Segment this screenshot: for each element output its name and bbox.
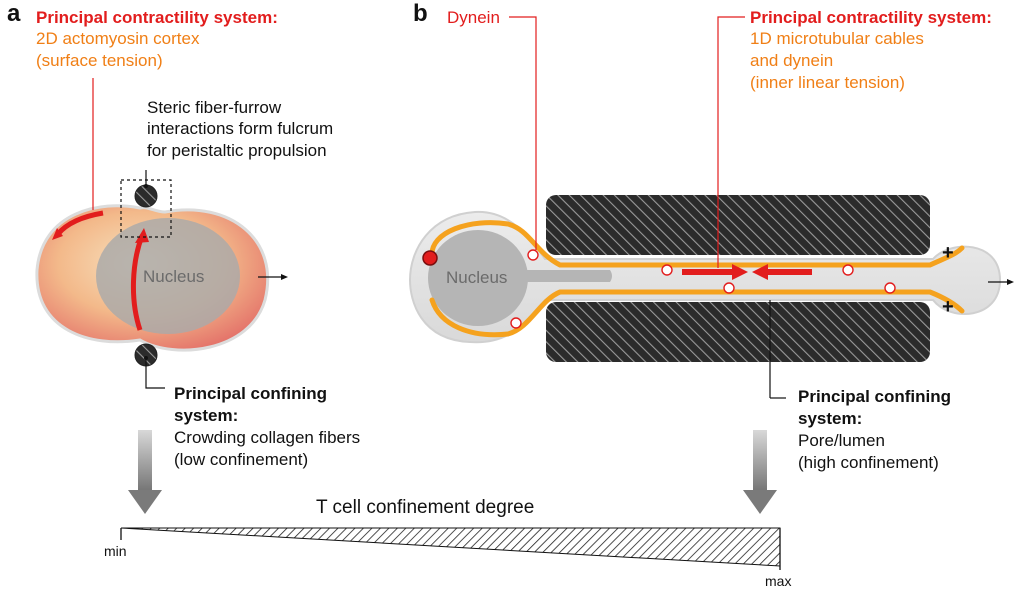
scale-max-label: max (765, 573, 792, 589)
panel-a-cortex-arrow-left (56, 210, 104, 236)
panel-a-graphics (35, 78, 288, 389)
pore-wall-top (546, 195, 930, 255)
panel-b-confining-line2: (high confinement) (798, 453, 939, 472)
panel-a-label: a (7, 0, 21, 27)
panel-b-confining-title-line1: Principal confining (798, 387, 952, 406)
panel-a-nucleus-label: Nucleus (143, 267, 205, 286)
panel-a-contractility-title: Principal contractility system: (36, 8, 278, 27)
steric-line2: interactions form fulcrum (147, 119, 334, 138)
scale-min-label: min (104, 543, 127, 559)
dynein-motors (510, 249, 896, 329)
microtubule-cable-bottom (429, 289, 965, 338)
panel-b-nucleus (428, 230, 528, 326)
panel-b-cell-body (408, 210, 1002, 344)
panel-a-contractility-line1: 2D actomyosin cortex (36, 29, 200, 48)
steric-line3: for peristaltic propulsion (147, 141, 327, 160)
panel-a-confining-title-line2: system: (174, 406, 239, 425)
scale-title: T cell confinement degree (316, 497, 535, 518)
panel-a-confining-line2: (low confinement) (174, 450, 309, 469)
panel-b-confining-title-line2: system: (798, 409, 863, 428)
contractile-arrow-right (732, 264, 748, 280)
collagen-fiber-top (134, 184, 158, 208)
contractile-arrow-left (752, 264, 768, 280)
pore-wall-bottom (546, 302, 930, 362)
panel-b-label: b (413, 0, 428, 27)
panel-a-confining-line1: Crowding collagen fibers (174, 428, 361, 447)
dynein-label: Dynein (447, 8, 500, 27)
panel-b-contractility-line2: and dynein (750, 51, 834, 70)
panel-a-furrow-arrow (131, 235, 145, 331)
steric-line1: Steric fiber-furrow (147, 98, 282, 117)
down-arrow-right (743, 490, 777, 514)
panel-a-confining-title-line1: Principal confining (174, 384, 328, 403)
down-arrow-left (128, 490, 162, 514)
panel-a-contractility-line2: (surface tension) (36, 51, 163, 70)
confinement-scale (120, 430, 781, 570)
plus-end-top: + (942, 242, 954, 264)
panel-b-contractility-line1: 1D microtubular cables (750, 29, 924, 48)
panel-b-contractility-title: Principal contractility system: (750, 8, 992, 27)
panel-b-contractility-line3: (inner linear tension) (750, 73, 905, 92)
panel-b-confining-line1: Pore/lumen (798, 431, 885, 450)
panel-b-graphics (408, 16, 1014, 399)
confinement-wedge (120, 527, 781, 567)
panel-b-nucleus-label: Nucleus (446, 268, 508, 287)
plus-end-bottom: + (942, 296, 954, 318)
centrosome (422, 250, 438, 266)
microtubule-cable-top (429, 220, 965, 268)
